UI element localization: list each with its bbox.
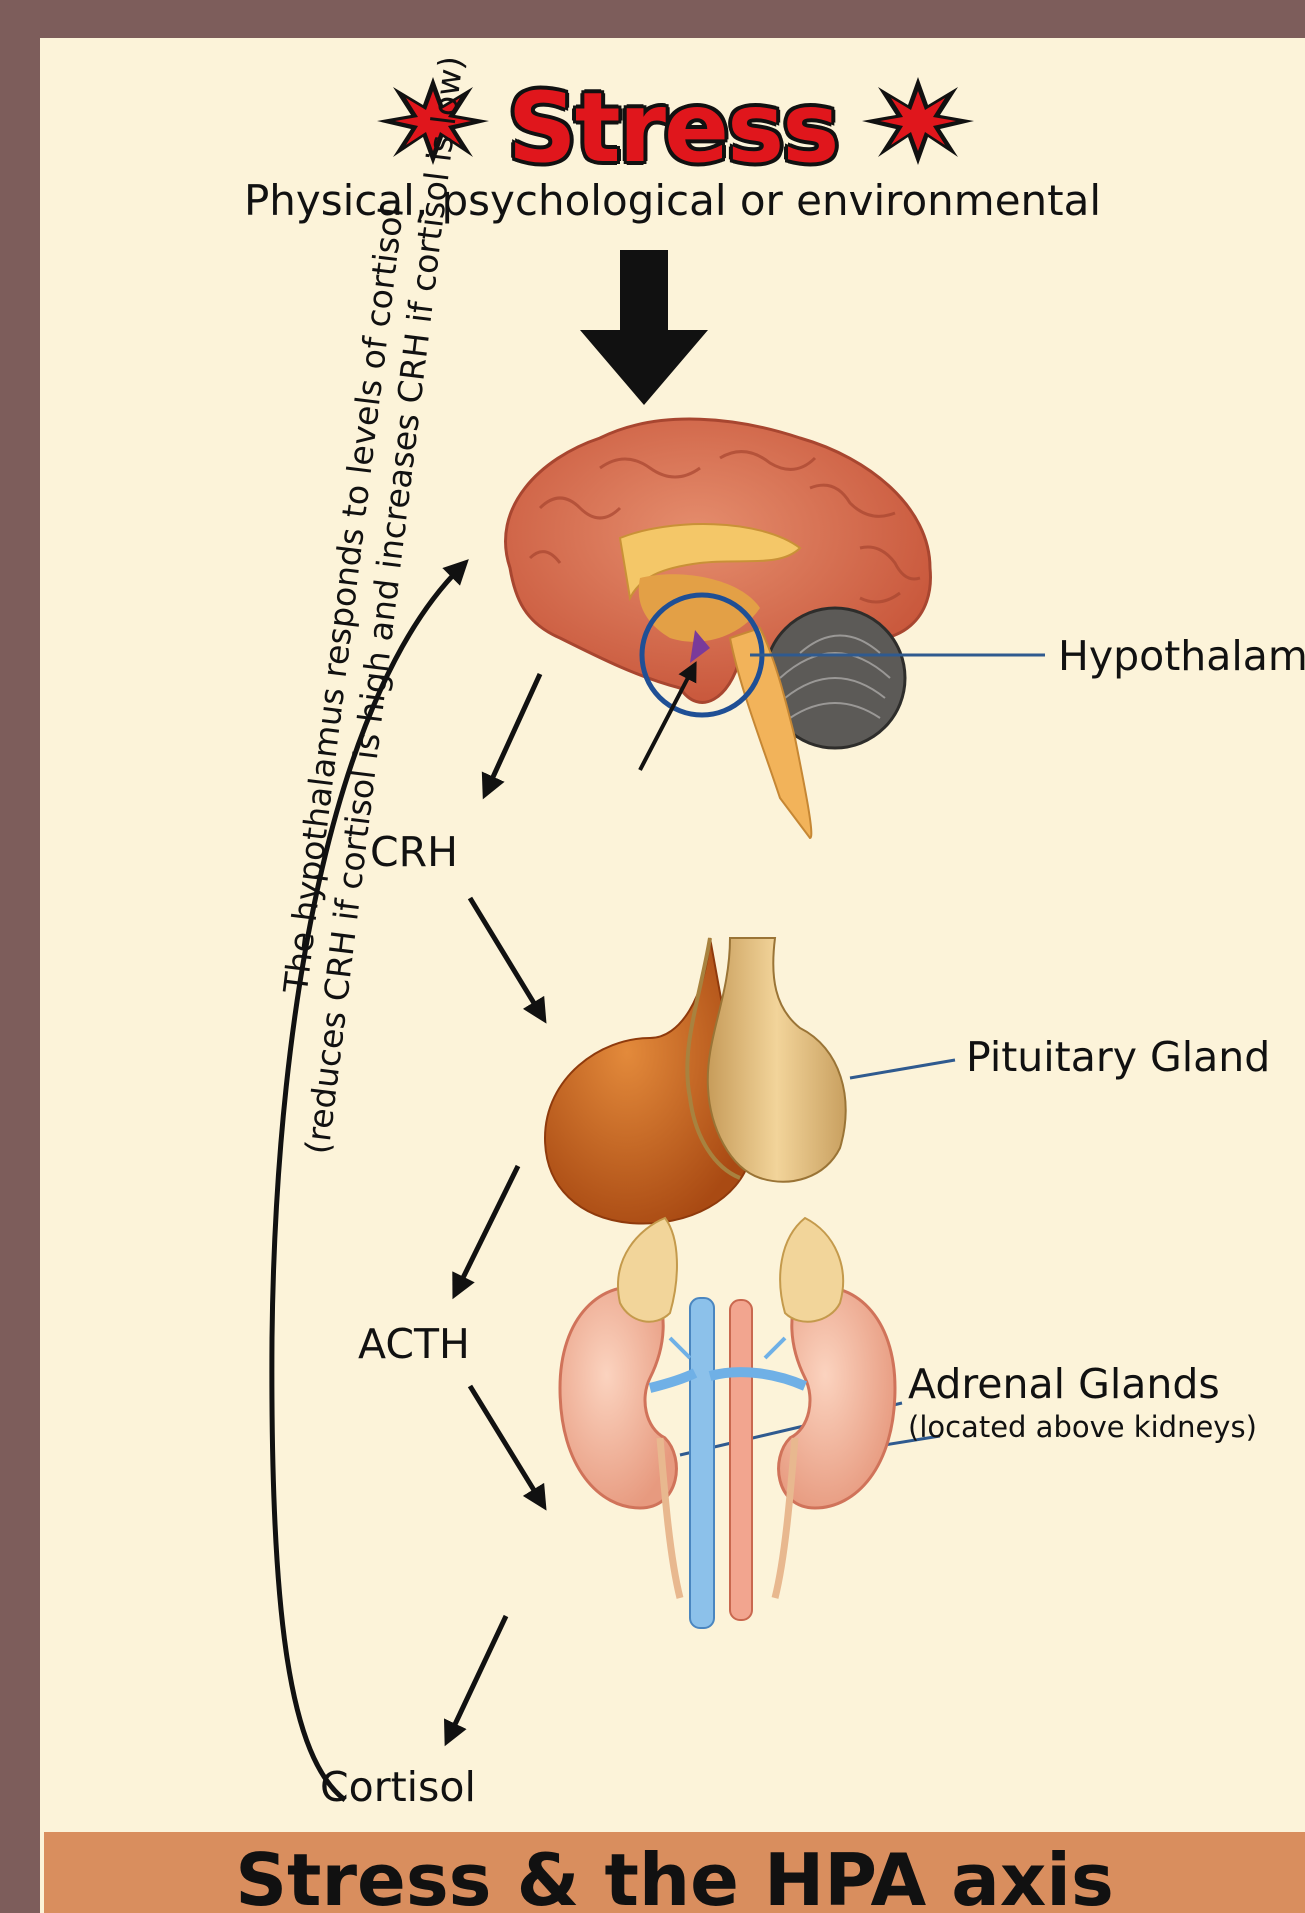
stress-subtitle: Physical, psychological or environmental — [40, 176, 1305, 225]
hpa-illustration — [40, 38, 1305, 1913]
footer-title: Stress & the HPA axis — [44, 1838, 1305, 1913]
brain-illustration — [506, 419, 931, 838]
footer-band: Stress & the HPA axis — [44, 1832, 1305, 1913]
label-adrenal: Adrenal Glands — [908, 1360, 1220, 1408]
label-pituitary: Pituitary Gland — [966, 1033, 1270, 1081]
kidneys-adrenals-illustration — [560, 1218, 895, 1628]
big-down-arrow-icon — [580, 250, 708, 405]
label-adrenal-note: (located above kidneys) — [908, 1410, 1257, 1444]
label-acth: ACTH — [358, 1320, 470, 1368]
pituitary-illustration — [545, 938, 846, 1224]
diagram-card: Stress Physical, psychological or enviro… — [40, 38, 1305, 1913]
page-title: Stress — [40, 80, 1305, 176]
label-hypothalamus: Hypothalamus — [1058, 632, 1305, 680]
label-crh: CRH — [370, 828, 458, 876]
label-cortisol: Cortisol — [320, 1763, 476, 1811]
